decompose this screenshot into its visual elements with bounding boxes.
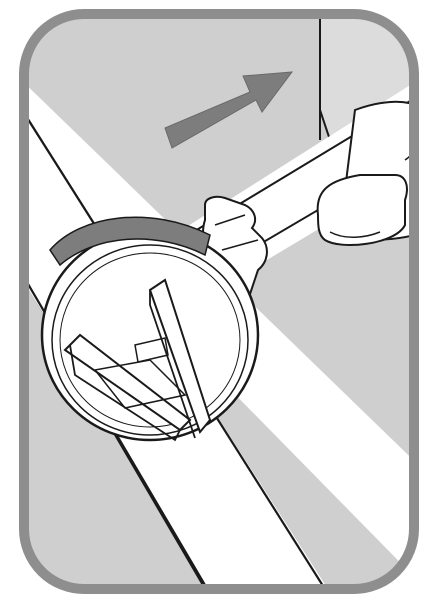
thumb — [318, 175, 407, 245]
